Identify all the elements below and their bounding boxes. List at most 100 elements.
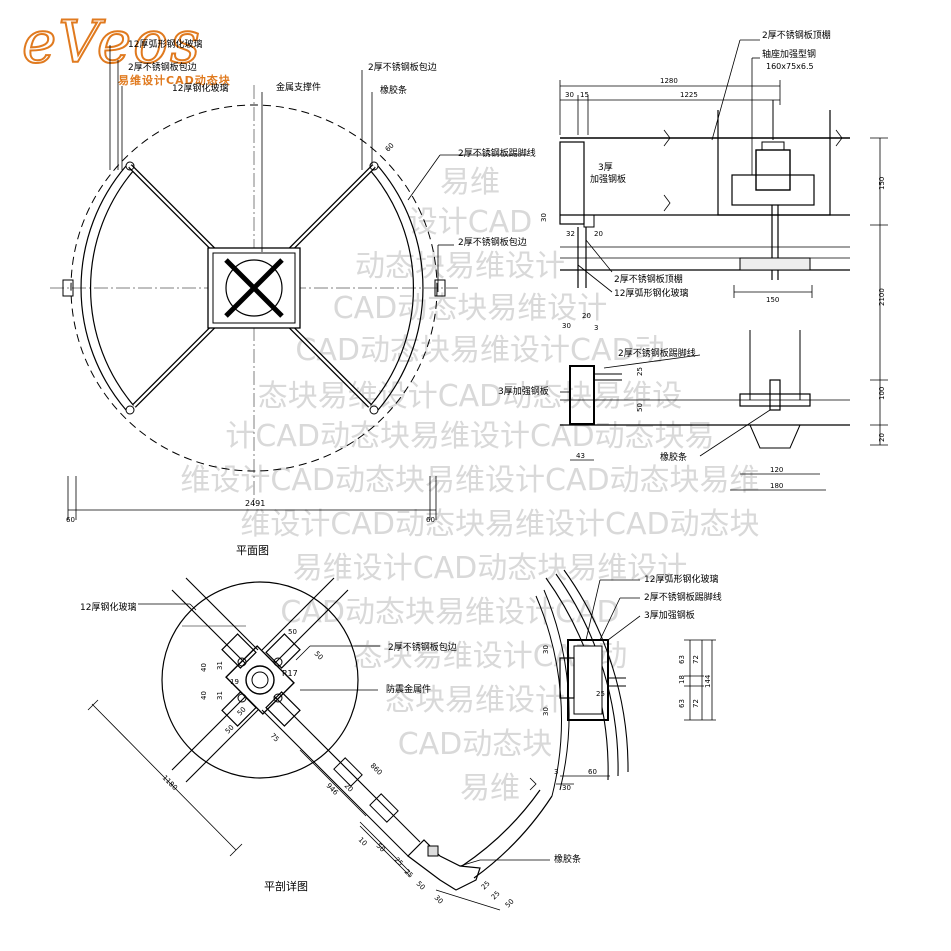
watermark-line: 计CAD动态块易维设计CAD动态块易 [225, 419, 714, 454]
dim-corner: 60 [384, 141, 396, 153]
label-ss-edge-side: 2厚不锈钢板包边 [458, 236, 527, 248]
dim-50a: 50 [288, 628, 297, 636]
reinforced-plate-box [559, 141, 585, 225]
dim-25: 25 [636, 367, 644, 376]
dim-72a: 72 [692, 655, 700, 664]
brand-logo: eVeos 易维设计CAD动态块 [21, 7, 247, 90]
watermark: 易维 设计CAD 动态块易维设计 CAD动态块易维设计 CAD动态块易维设计CA… [180, 165, 759, 806]
dim-10: 10 [357, 836, 369, 848]
dim-30b: 30 [562, 322, 571, 330]
label-bearing-seat: 轴座加强型钢 [762, 48, 816, 60]
dim-150b: 150 [766, 296, 779, 304]
left-arc-glass-inner [90, 169, 135, 407]
dim-30c: 30 [562, 784, 571, 792]
shockproof-base-circle [161, 581, 359, 779]
right-arc-glass-outer [377, 165, 424, 411]
dim-15: 15 [580, 91, 589, 99]
label-ss-edge: 2厚不锈钢板包边 [388, 641, 457, 653]
right-arc-glass-inner [369, 169, 414, 407]
dim-25: 25 [596, 690, 605, 698]
dim-75: 75 [269, 732, 281, 744]
label-plate-3: 3厚 [598, 162, 613, 173]
dim-25d: 25 [490, 889, 502, 901]
label-tempered-glass: 12厚钢化玻璃 [172, 82, 228, 94]
dim-19: 19 [230, 678, 239, 686]
dim-50d: 50 [224, 723, 236, 735]
dim-50f: 50 [415, 880, 427, 892]
dim-2100: 2100 [878, 288, 886, 306]
dim-30: 30 [565, 91, 574, 99]
hub-pivot [245, 665, 275, 695]
label-ss-ceiling: 2厚不锈钢板顶棚 [614, 273, 683, 285]
watermark-line: 易维 [460, 771, 520, 806]
section-detail [559, 39, 888, 491]
dim-63a: 63 [678, 655, 686, 664]
plan-view [50, 45, 528, 520]
label-ss-edge-right: 2厚不锈钢板包边 [368, 61, 437, 73]
dim-144: 144 [704, 674, 712, 688]
centre-post-outer [207, 247, 301, 329]
dim-860: 860 [369, 762, 384, 777]
dim-60: 60 [588, 768, 597, 776]
dim-25a: 25 [393, 856, 405, 868]
dim-30: 30 [433, 894, 445, 906]
plan-detail-title: 平剖详图 [264, 879, 308, 893]
reinforced-plate-box [567, 639, 609, 721]
watermark-line: 动态块易维设计 [355, 249, 565, 284]
plan-detail-text: 12厚钢化玻璃 2厚不锈钢板包边 防震金属件 橡胶条 R17 平剖详图 50 5… [80, 601, 581, 909]
dim-1280: 1280 [660, 77, 678, 85]
plan-view-title: 平面图 [236, 544, 269, 557]
dim-31a: 31 [216, 661, 224, 670]
joint-detail-text: 12厚弧形钢化玻璃 2厚不锈钢板踢脚线 3厚加强钢板 30 30 25 63 1… [542, 573, 722, 792]
dim-20c: 20 [582, 312, 591, 320]
plan-detail [87, 577, 553, 911]
watermark-line: 态块易维设计 [385, 683, 565, 718]
plan-view-text: 12厚弧形钢化玻璃 2厚不锈钢板包边 12厚钢化玻璃 金属支撑件 2厚不锈钢板包… [66, 38, 536, 557]
watermark-line: CAD动态块 [398, 727, 553, 762]
label-radius: R17 [282, 669, 298, 678]
dim-32: 32 [566, 230, 575, 238]
label-metal-support: 金属支撑件 [276, 81, 321, 93]
dim-25b: 25 [403, 868, 415, 880]
label-reinforced-plate: 加强钢板 [590, 173, 626, 185]
logo-word: eVeos [21, 7, 202, 77]
watermark-line: CAD动态块易维设计 [333, 291, 608, 326]
dim-100: 100 [878, 387, 886, 400]
label-tempered-glass: 12厚钢化玻璃 [80, 601, 136, 613]
dim-180: 180 [770, 482, 783, 490]
logo-tagline: 易维设计CAD动态块 [118, 74, 231, 87]
dim-50g: 50 [504, 897, 516, 909]
dim-63b: 63 [678, 699, 686, 708]
watermark-line: 设计CAD [408, 205, 533, 240]
label-ss-edge: 2厚不锈钢板包边 [128, 61, 197, 73]
dim-30c: 30 [540, 213, 548, 222]
watermark-line: 维设计CAD动态块易维设计CAD动态块易维 [180, 463, 759, 498]
label-reinforced-3: 3厚加强钢板 [644, 609, 695, 621]
label-ss-skirting: 2厚不锈钢板踢脚线 [644, 591, 722, 603]
bearing-nut [755, 149, 791, 191]
label-rubber: 橡胶条 [554, 853, 581, 865]
dim-72b: 72 [692, 699, 700, 708]
dim-31b: 31 [216, 691, 224, 700]
dim-right-end: 60 [426, 516, 435, 524]
dim-50: 50 [636, 403, 644, 412]
label-ss-skirting: 2厚不锈钢板踢脚线 [458, 147, 536, 159]
dim-20: 20 [878, 433, 886, 442]
dim-50e: 50 [375, 842, 387, 854]
label-arc-glass: 12厚弧形钢化玻璃 [644, 573, 718, 585]
dim-18: 18 [678, 675, 686, 684]
dim-43: 43 [576, 452, 585, 460]
dim-25c: 25 [480, 879, 492, 891]
end-joint [407, 839, 481, 891]
joint-detail [529, 569, 716, 797]
left-end-cap [62, 279, 74, 297]
label-reinforced-3: 3厚加强钢板 [498, 385, 549, 397]
section-detail-text: 2厚不锈钢板顶棚 轴座加强型钢 160x75x6.5 3厚 加强钢板 2厚不锈钢… [498, 29, 886, 490]
label-bearing-spec: 160x75x6.5 [766, 62, 814, 71]
skirting-plate [569, 365, 595, 425]
label-ss-skirting: 2厚不锈钢板踢脚线 [618, 347, 696, 359]
right-end-cap [434, 279, 446, 297]
label-arc-glass: 12厚弧形钢化玻璃 [128, 38, 202, 50]
label-rubber: 橡胶条 [660, 451, 687, 463]
